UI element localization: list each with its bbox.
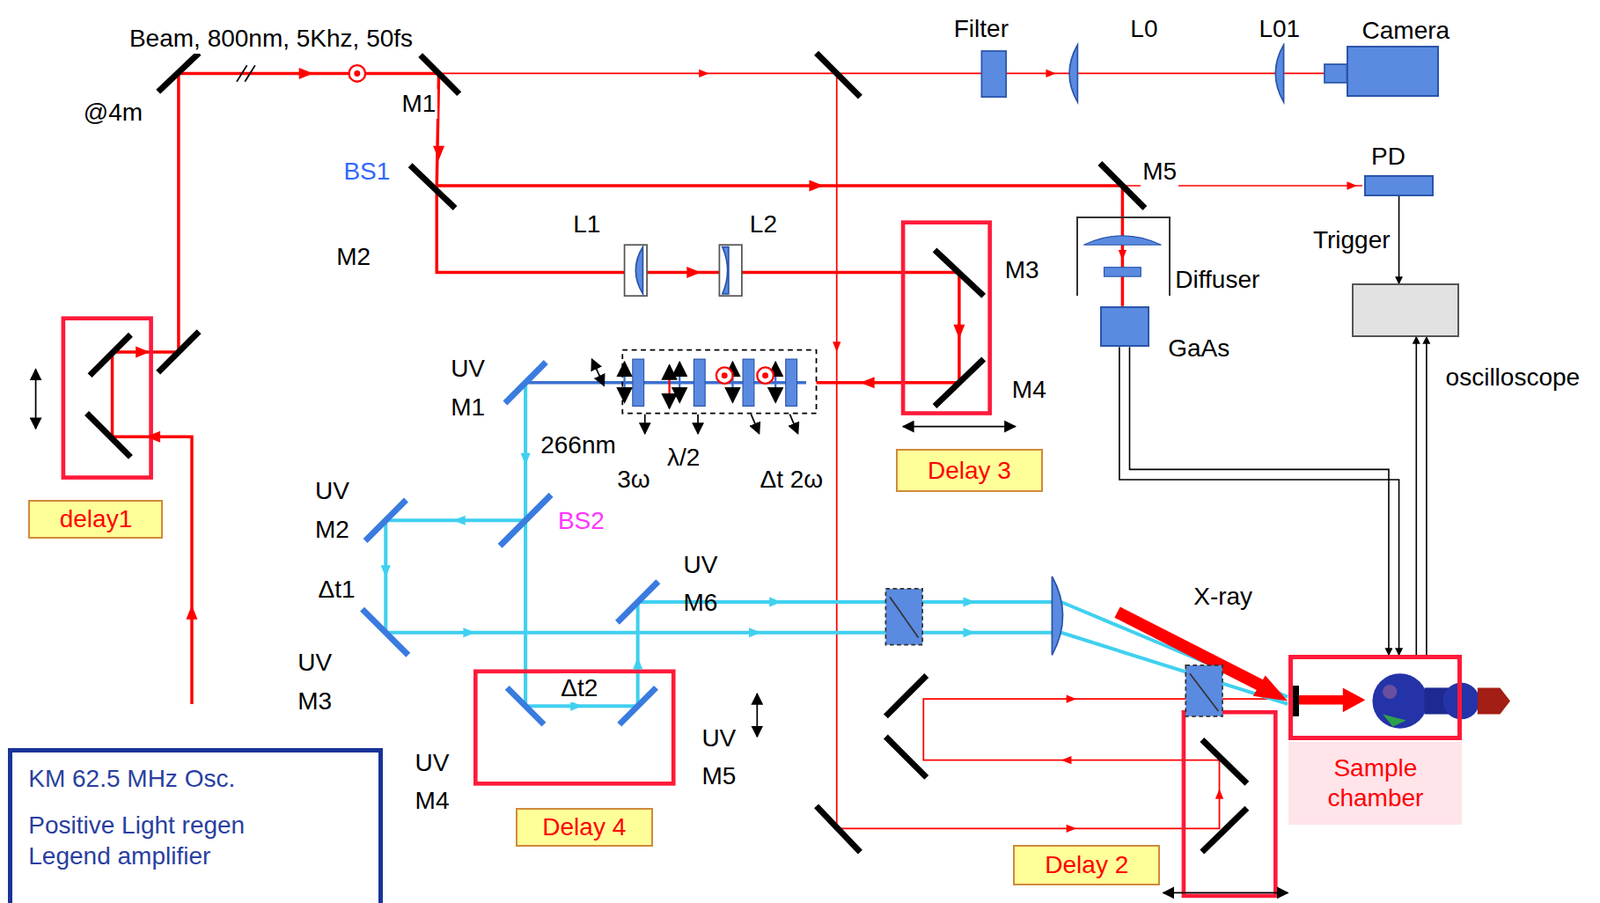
part-label: M4 (1010, 374, 1049, 405)
node-text: GaAs (1167, 333, 1230, 364)
part-label: M3 (1003, 255, 1042, 286)
beam-arrow (963, 596, 977, 607)
beam-arrow (859, 376, 874, 389)
wire (1398, 196, 1401, 285)
part-label: UV M3 (295, 643, 340, 720)
part-label: L0 (1128, 14, 1160, 45)
beam-arrow (686, 266, 701, 279)
part-label: L01 (1256, 14, 1302, 45)
node-text: PD (1371, 141, 1406, 172)
beam-arrow (632, 657, 643, 670)
part-label: Δt2 (558, 673, 600, 704)
part-label: Δt 2ω (757, 464, 825, 495)
part-label: M1 (400, 88, 439, 119)
label-box: delay1 (28, 499, 163, 539)
node-text: Delay 4 (542, 812, 626, 843)
beam-arrow (769, 596, 782, 607)
part-label: 3ω (615, 464, 652, 495)
part-label: λ/2 (665, 442, 702, 473)
part-label: Δt1 (315, 574, 357, 605)
beam-arrow (808, 180, 823, 192)
node-text: Delay 3 (927, 455, 1012, 486)
beam-arrow (1118, 249, 1127, 261)
node-text: Positive Light regen Legend amplifier (28, 809, 319, 872)
beam-arrow (135, 345, 150, 358)
part-label: Beam, 800nm, 5Khz, 50fs (127, 23, 415, 54)
laser-source-box: KM 62.5 MHz Osc. Positive Light regen Leg… (7, 748, 383, 903)
oscilloscope: oscilloscope (1351, 283, 1460, 337)
label-box: Delay 3 (895, 448, 1043, 492)
part-label: Filter (952, 14, 1011, 45)
node-text: Diffuser (1174, 264, 1260, 295)
node-text: Delay 2 (1044, 850, 1129, 881)
beam-arrow (146, 431, 161, 443)
beam-arrow (963, 627, 977, 638)
node-text: oscilloscope (1445, 362, 1581, 393)
part-label: UV M1 (448, 349, 493, 426)
beam-arrow (1346, 181, 1358, 190)
beam-arrow (698, 69, 710, 78)
wire (1425, 337, 1428, 656)
part-label: L1 (571, 209, 602, 240)
beam-arrow (832, 341, 841, 353)
part-label: UV M2 (313, 471, 358, 549)
wire (1415, 337, 1417, 656)
label-box: Delay 2 (1012, 844, 1160, 886)
wire (1119, 346, 1400, 655)
signal-connector (1416, 337, 1427, 656)
gaas-detector: GaAs (1100, 306, 1150, 347)
beam-arrow (521, 453, 531, 466)
beam-arrow (748, 627, 762, 638)
part-label: L2 (748, 209, 779, 240)
edge-label: Trigger (1311, 225, 1393, 256)
sample-chamber: Sample chamber (1288, 654, 1462, 740)
diffuser: Diffuser (1076, 216, 1171, 296)
node-text: delay1 (59, 504, 133, 535)
beam-arrow (433, 146, 445, 161)
node-text: KM 62.5 MHz Osc. (28, 763, 319, 794)
beam-arrow (1061, 755, 1072, 764)
part-label: M2 (334, 242, 373, 272)
beam-arrow (1066, 694, 1078, 703)
signal-connector (1398, 196, 1400, 285)
label-box: Delay 4 (515, 807, 654, 847)
beam-arrow (299, 67, 314, 80)
node-text: Sample chamber (1288, 741, 1462, 825)
beam-arrow (570, 701, 583, 712)
part-label: UV M6 (682, 545, 727, 623)
signal-connector (1119, 346, 1400, 655)
part-label: UV M4 (413, 743, 458, 821)
node-text: Camera (1362, 15, 1451, 46)
part-label: 266nm (538, 430, 618, 461)
part-label: BS2 (556, 506, 607, 536)
beam-arrow (381, 565, 391, 578)
part-label: @4m (81, 97, 145, 128)
beam-arrow (1045, 69, 1057, 78)
part-label: M5 (1140, 156, 1179, 187)
part-label: X-ray (1191, 581, 1255, 612)
wire (1129, 346, 1388, 655)
beam-arrow (953, 324, 965, 339)
beam-arrow (1066, 824, 1078, 833)
camera: Camera (1346, 45, 1439, 97)
part-label: UV M5 (699, 719, 744, 796)
part-label: BS1 (341, 156, 392, 187)
beam-arrow (1215, 788, 1224, 800)
beam-arrow (453, 515, 466, 526)
beam-arrow (185, 604, 198, 619)
photodiode: PD (1364, 175, 1434, 196)
beam-arrow (462, 627, 476, 638)
